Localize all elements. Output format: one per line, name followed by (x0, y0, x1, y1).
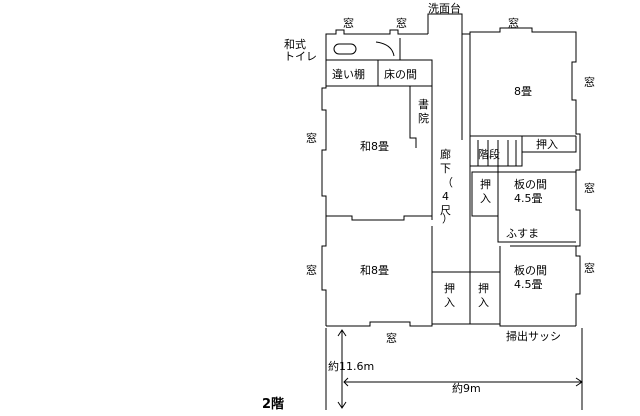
corridor-label: 廊 下 （ 4 尺 ） (440, 147, 453, 225)
window-label-n3: 窓 (508, 16, 519, 30)
stairs-label: 階段 (478, 147, 500, 161)
toilet-label: 和式 (284, 38, 306, 51)
width-label: 約9m (452, 381, 481, 395)
room-divider-west (326, 215, 432, 221)
oshiire-south-1a: 押 (444, 281, 455, 295)
wall-north-left (325, 29, 428, 38)
sash-label: 掃出サッシ (506, 329, 561, 343)
washoshitsu-north-label: 和8畳 (360, 140, 389, 153)
itanoma-north-label: 板の間 (514, 177, 547, 191)
room-8jo-south (469, 32, 576, 137)
room-8jo-label: 8畳 (514, 85, 532, 98)
toilet-room (325, 38, 401, 61)
svg-text:4: 4 (442, 190, 449, 203)
shoin-label-1: 書 (418, 97, 429, 111)
washoshitsu-south-label: 和8畳 (360, 264, 389, 277)
oshiire-south-1b: 入 (444, 296, 455, 309)
dimensions (325, 328, 583, 410)
washroom-box (427, 13, 463, 34)
washroom-label: 洗面台 (428, 1, 461, 15)
stairs (469, 136, 577, 167)
wall-north-right (462, 27, 577, 44)
oshiire-stair-label: 押入 (536, 137, 558, 151)
window-label-s: 窓 (386, 331, 397, 345)
itanoma-south-label: 板の間 (514, 263, 547, 277)
corridor-right-wall (461, 34, 471, 272)
window-label-n1: 窓 (343, 16, 354, 30)
closets-south (431, 271, 501, 324)
svg-text:廊: 廊 (440, 147, 451, 161)
window-label-e1: 窓 (584, 75, 595, 89)
tokonoma-label: 床の間 (384, 67, 417, 81)
wall-east (571, 44, 581, 326)
oshiire-south-2a: 押 (478, 281, 489, 295)
oshiire-corridor-1: 押 (480, 177, 491, 191)
fusuma-line (498, 241, 576, 247)
fusuma-label: ふすま (506, 227, 539, 240)
labels: 窓 窓 窓 窓 窓 窓 窓 窓 窓 洗面台 和式 トイレ 違い棚 床の間 書 院… (262, 1, 595, 412)
toilet-label-2: トイレ (284, 50, 317, 63)
partitions (325, 32, 577, 324)
wall-south (326, 321, 576, 327)
itanoma-north-size: 4.5畳 (514, 192, 543, 205)
svg-text:尺: 尺 (440, 204, 451, 217)
svg-text:（: （ (442, 176, 453, 189)
shoin-label-2: 院 (418, 111, 429, 125)
depth-label: 約11.6m (328, 359, 374, 373)
oshiire-south-2b: 入 (478, 296, 489, 309)
itanoma-south-size: 4.5畳 (514, 278, 543, 291)
window-label-n2: 窓 (396, 16, 407, 30)
svg-text:）: ） (442, 212, 453, 225)
wall-west (321, 38, 327, 326)
toilet-door-arc (375, 41, 395, 57)
window-label-e3: 窓 (584, 261, 595, 275)
toilet-fixture (333, 43, 357, 55)
chigaidana-label: 違い棚 (332, 67, 365, 81)
window-label-e2: 窓 (584, 181, 595, 195)
window-label-w2: 窓 (306, 263, 317, 277)
floor-label: 2階 (262, 396, 284, 412)
svg-text:下: 下 (440, 162, 451, 175)
window-label-w1: 窓 (306, 131, 317, 145)
oshiire-corridor-2: 入 (480, 192, 491, 205)
shoin-wall (409, 86, 417, 148)
